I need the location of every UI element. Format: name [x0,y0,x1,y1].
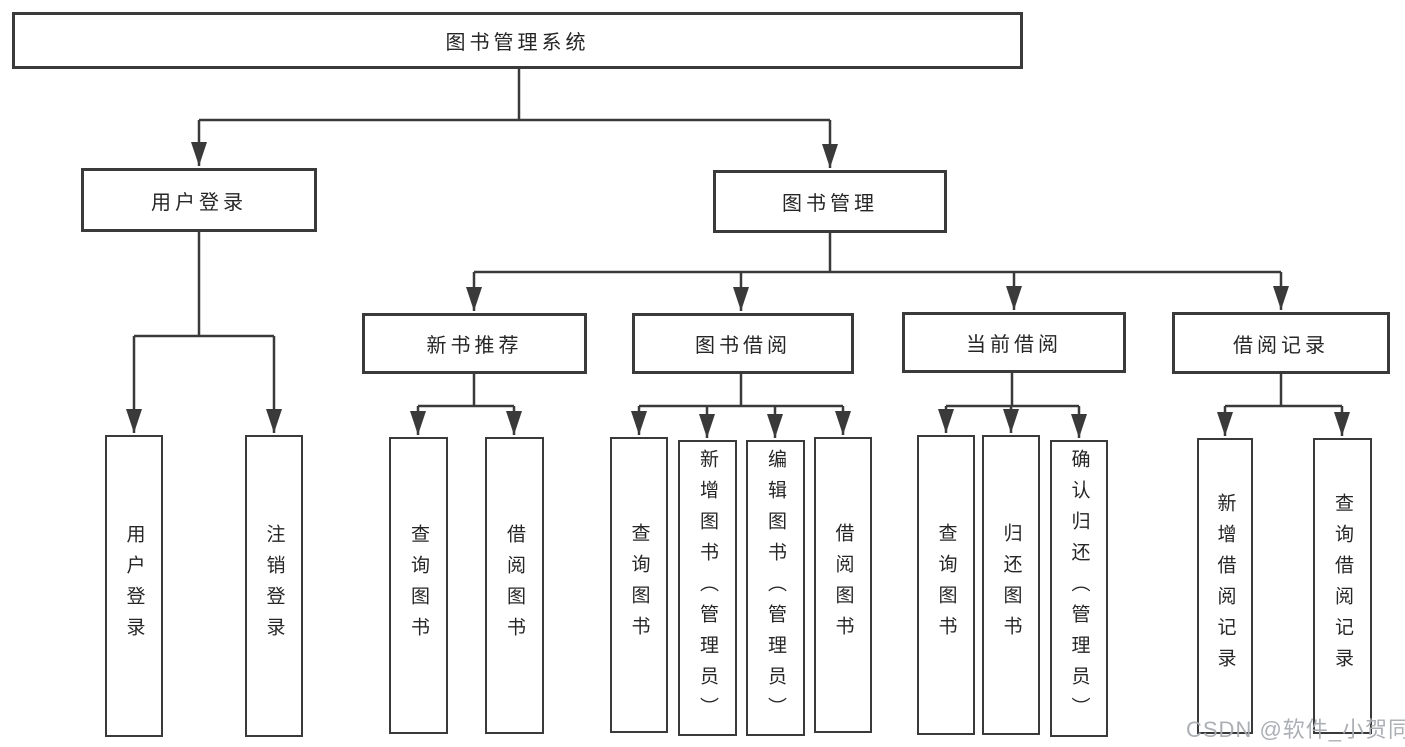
leaf-confirm-return-admin: 确认归还（管理员） [1050,440,1108,737]
leaf-newbook-borrow-books: 借阅图书 [485,437,544,734]
leaf-label: 借阅图书 [832,523,854,647]
leaf-user-login: 用户登录 [105,435,163,737]
leaf-label: 用户登录 [123,524,145,648]
leaf-add-book-admin: 新增图书（管理员） [678,440,737,736]
node-new-book-recommendation: 新书推荐 [362,313,587,374]
node-book-borrowing-label: 图书借阅 [695,335,791,357]
node-user-login-label: 用户登录 [151,191,247,214]
node-current-borrowing-label: 当前借阅 [966,334,1062,356]
leaf-label: 借阅图书 [504,523,525,648]
node-book-management: 图书管理 [713,170,947,233]
leaf-borrow-query-books: 查询图书 [610,437,668,733]
leaf-label: 查询借阅记录 [1332,493,1353,679]
leaf-current-query-books: 查询图书 [917,435,975,735]
node-new-book-label: 新书推荐 [426,335,523,357]
leaf-label: 编辑图书（管理员） [765,448,786,728]
leaf-label: 归还图书 [1000,523,1022,647]
node-borrowing-records: 借阅记录 [1172,312,1390,374]
node-borrowing-records-label: 借阅记录 [1233,334,1329,357]
leaf-add-borrow-record: 新增借阅记录 [1197,438,1253,734]
node-book-management-label: 图书管理 [782,193,878,215]
node-root: 图书管理系统 [12,12,1023,69]
leaf-borrow-borrow-books: 借阅图书 [814,437,872,733]
leaf-label: 新增借阅记录 [1214,493,1236,679]
watermark: CSDN @软件_小贺同学 [1186,717,1405,742]
leaf-label: 查询图书 [935,523,957,647]
node-book-borrowing: 图书借阅 [632,313,854,374]
leaf-edit-book-admin: 编辑图书（管理员） [746,440,805,736]
leaf-label: 确认归还（管理员） [1068,449,1090,728]
node-root-label: 图书管理系统 [445,32,590,54]
leaf-query-borrow-record: 查询借阅记录 [1313,438,1372,734]
leaf-newbook-query-books: 查询图书 [389,437,448,734]
node-user-login: 用户登录 [81,168,317,232]
leaf-label: 查询图书 [408,523,429,648]
leaf-label: 注销登录 [263,524,285,648]
leaf-logout: 注销登录 [245,435,303,737]
node-current-borrowing: 当前借阅 [902,312,1126,373]
leaf-return-books: 归还图书 [982,435,1040,735]
leaf-label: 查询图书 [628,523,650,647]
leaf-label: 新增图书（管理员） [697,448,718,728]
